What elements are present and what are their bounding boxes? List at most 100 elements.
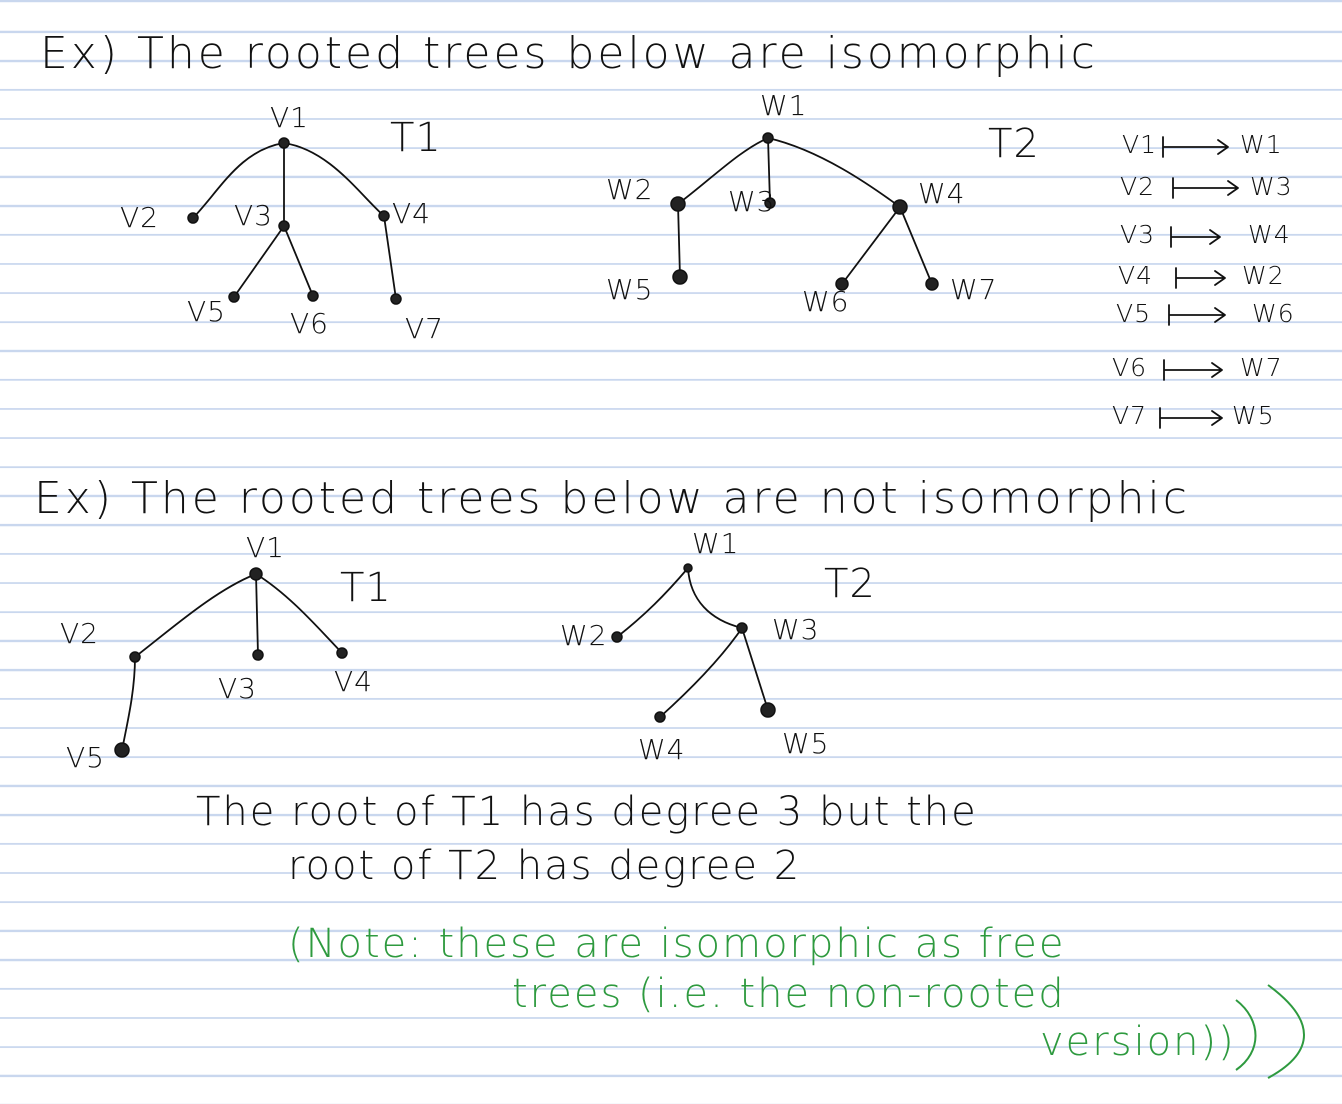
node-w3	[764, 197, 776, 209]
ex1-tree1-graph	[187, 137, 402, 305]
mapping-to-5: W6	[1252, 299, 1295, 328]
ex2-label-v1: V1	[246, 531, 285, 564]
maps-to-arrow-icon	[1168, 304, 1226, 326]
note-closing-paren	[1235, 999, 1257, 1071]
explanation-line-2: root of T2 has degree 2	[288, 843, 802, 889]
ex2-label-w5: W5	[782, 727, 830, 760]
ex2-tree1-graph	[114, 567, 348, 758]
ex2-label-v3: V3	[218, 672, 257, 705]
ex1-label-v3: V3	[234, 199, 273, 232]
node-v7	[390, 293, 402, 305]
ex1-label-w5: W5	[606, 273, 654, 306]
ex2-label-w2: W2	[560, 619, 608, 652]
maps-to-arrow-icon	[1172, 177, 1239, 199]
maps-to-arrow-icon	[1175, 267, 1226, 289]
ex1-label-v4: V4	[392, 197, 431, 230]
node2-w1	[683, 563, 693, 573]
mapping-to-1: W1	[1240, 130, 1283, 159]
node2-w4	[654, 711, 666, 723]
edge-v3-v6	[283, 225, 314, 297]
ex1-heading: Ex) The rooted trees below are isomorphi…	[40, 28, 1098, 79]
ex2-heading: Ex) The rooted trees below are not isomo…	[34, 473, 1190, 524]
node-v6	[307, 290, 319, 302]
ex1-label-v7: V7	[405, 312, 444, 345]
mapping-arrows	[1159, 136, 1239, 429]
edge-v1-v4	[283, 142, 385, 217]
node-v3	[278, 220, 290, 232]
edge-v1-v2	[192, 142, 285, 219]
edge2-w3-w5	[741, 627, 769, 711]
ex2-label-w3: W3	[772, 613, 820, 646]
mapping-from-6: V6	[1112, 353, 1148, 382]
ex2-label-v2: V2	[60, 617, 99, 650]
node2-w3	[736, 622, 748, 634]
ex1-label-w3: W3	[728, 185, 776, 218]
maps-to-arrow-icon	[1162, 136, 1229, 158]
note-closing-paren	[1267, 984, 1305, 1079]
node-w5	[672, 269, 688, 285]
edge-w2-w5	[677, 203, 681, 278]
explanation-line-1: The root of T1 has degree 3 but the	[196, 789, 978, 835]
mapping-from-7: V7	[1112, 401, 1148, 430]
node-w4	[892, 199, 908, 215]
mapping-from-4: V4	[1118, 261, 1154, 290]
ex1-label-w1: W1	[760, 89, 808, 122]
mapping-to-3: W4	[1248, 220, 1291, 249]
maps-to-arrow-icon	[1170, 226, 1221, 248]
node2-w5	[760, 702, 776, 718]
ex1-label-w6: W6	[802, 285, 850, 318]
ex1-tree2-graph	[670, 132, 939, 291]
edge2-v1-v2	[134, 573, 257, 658]
ex2-label-w1: W1	[692, 527, 740, 560]
node2-w2	[611, 631, 623, 643]
edge2-w3-w4	[659, 627, 743, 718]
node-w1	[762, 132, 774, 144]
node2-v2	[129, 651, 141, 663]
ex2-label-v4: V4	[334, 665, 373, 698]
edge-w1-w2	[677, 137, 769, 205]
edge-v4-v7	[383, 215, 397, 300]
edge-w1-w3	[767, 137, 771, 204]
edge-w1-w4	[767, 137, 901, 208]
ex2-tree2-name: T2	[824, 561, 876, 607]
edge-w4-w6	[841, 206, 901, 285]
maps-to-arrow-icon	[1163, 359, 1223, 381]
note-line-1: (Note: these are isomorphic as free	[288, 921, 1066, 967]
ex1-label-v6: V6	[290, 307, 329, 340]
mapping-to-7: W5	[1232, 401, 1275, 430]
edge2-w1-w2	[616, 567, 689, 638]
edge2-w1-w3	[687, 567, 743, 629]
ex2-tree2-graph	[611, 563, 776, 723]
note-line-3: version))	[1040, 1019, 1236, 1065]
mapping-from-5: V5	[1116, 299, 1152, 328]
ex1-label-v5: V5	[187, 295, 226, 328]
ex1-label-w2: W2	[606, 173, 654, 206]
ex2-tree1-name: T1	[340, 565, 392, 611]
edge-v3-v5	[233, 225, 285, 298]
maps-to-arrow-icon	[1159, 407, 1223, 429]
node-w2	[670, 196, 686, 212]
edge2-v1-v3	[255, 573, 259, 656]
mapping-from-3: V3	[1120, 220, 1156, 249]
node-w7	[925, 277, 939, 291]
node2-v4	[336, 647, 348, 659]
ex1-label-w7: W7	[950, 273, 998, 306]
edge-w4-w7	[899, 206, 933, 285]
node2-v5	[114, 742, 130, 758]
ex2-label-w4: W4	[638, 733, 686, 766]
node-w6	[835, 277, 849, 291]
note-line-2: trees (i.e. the non-rooted	[512, 971, 1066, 1017]
mapping-from-2: V2	[1120, 172, 1156, 201]
ex1-tree2-name: T2	[988, 121, 1040, 167]
mapping-from-1: V1	[1122, 130, 1158, 159]
node2-v3	[252, 649, 264, 661]
mapping-to-4: W2	[1242, 261, 1285, 290]
ex1-tree1-name: T1	[390, 115, 442, 161]
mapping-to-6: W7	[1240, 353, 1283, 382]
mapping-to-2: W3	[1250, 172, 1293, 201]
edge2-v1-v4	[255, 573, 343, 654]
node2-v1	[249, 567, 263, 581]
node-v1	[278, 137, 290, 149]
ex1-label-w4: W4	[918, 177, 966, 210]
